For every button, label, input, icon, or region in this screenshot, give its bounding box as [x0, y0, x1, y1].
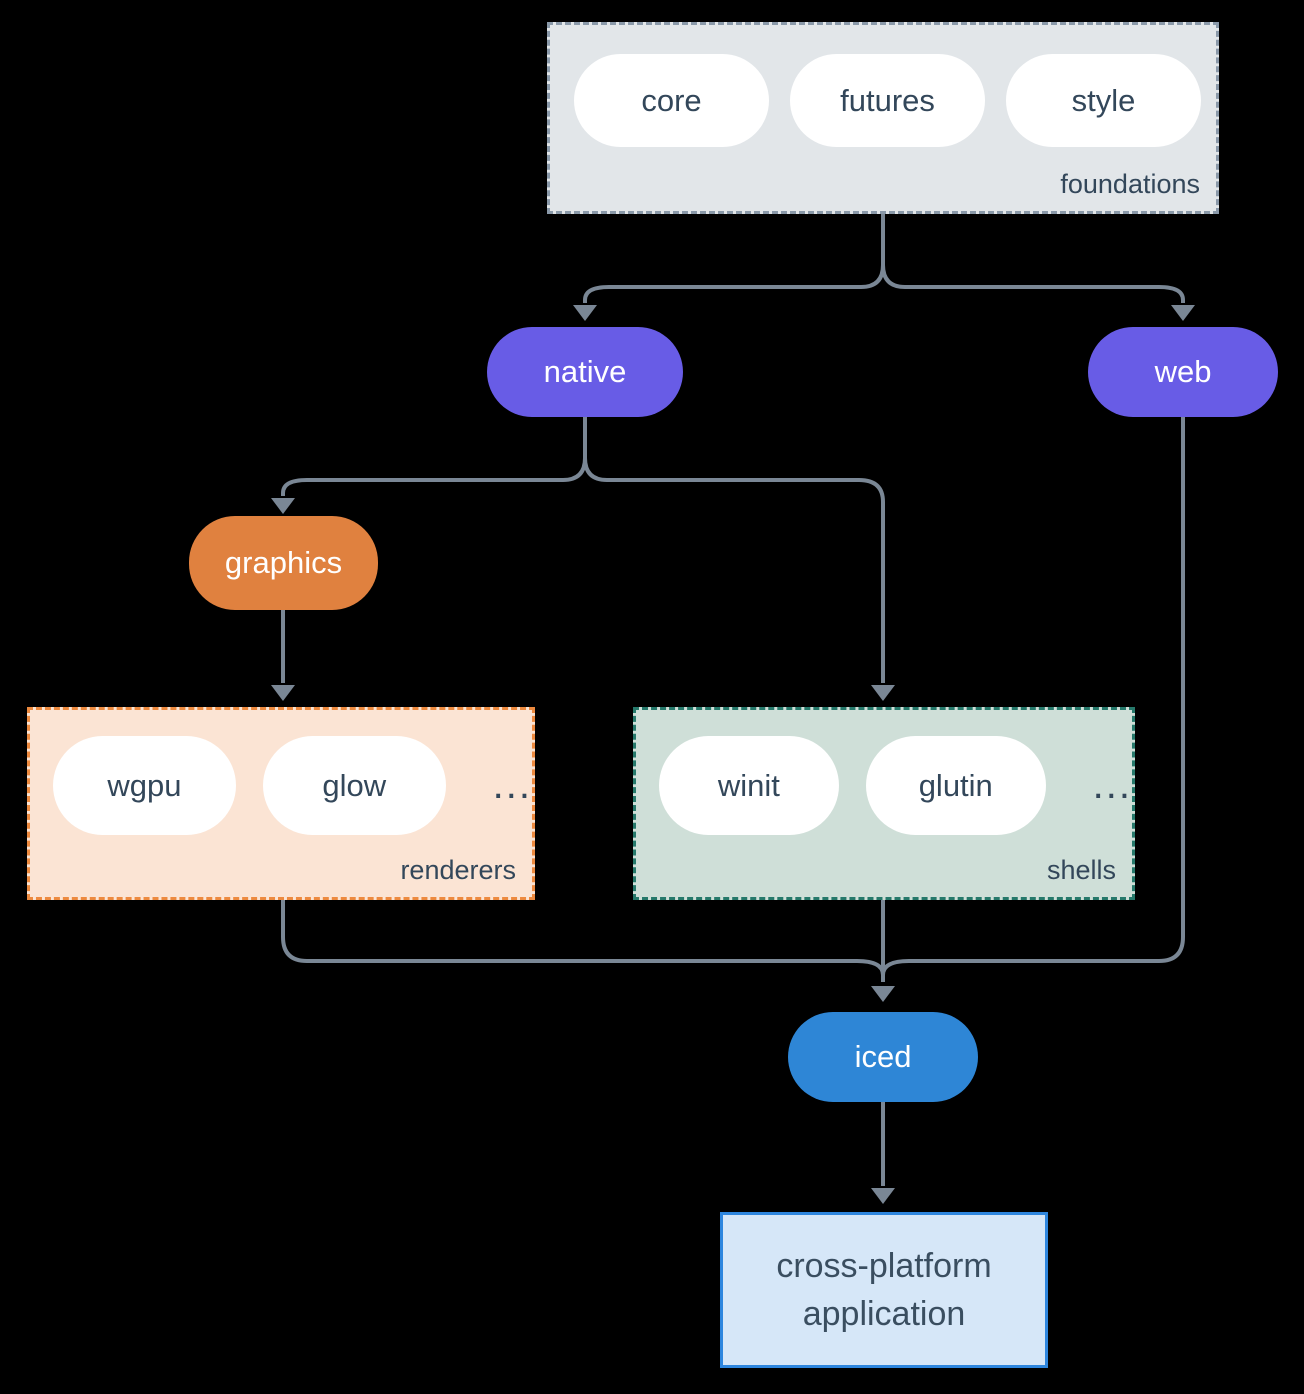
foundations-label: foundations	[1060, 169, 1200, 199]
foundations-pills: core futures style	[550, 25, 1216, 147]
node-glow: glow	[262, 736, 446, 835]
application-line1: cross-platform	[776, 1247, 992, 1285]
arrowhead	[871, 1188, 895, 1204]
node-wgpu: wgpu	[53, 736, 236, 835]
arrowhead	[871, 685, 895, 701]
node-core: core	[574, 54, 769, 147]
arrow-native-to-graphics	[281, 417, 587, 496]
node-native: native	[487, 327, 683, 417]
node-graphics: graphics	[189, 516, 378, 610]
shells-label: shells	[1046, 855, 1116, 885]
arrowhead	[871, 986, 895, 1002]
node-glutin: glutin	[865, 736, 1046, 835]
node-futures: futures	[790, 54, 985, 147]
arrow-native-to-shells	[583, 457, 885, 683]
arrow-foundations-to-native	[583, 214, 885, 303]
renderers-label: renderers	[400, 855, 516, 885]
foundations-group: core futures style foundations	[547, 22, 1219, 214]
node-web: web	[1088, 327, 1278, 417]
shells-ellipsis: ...	[1092, 763, 1132, 807]
node-winit: winit	[659, 736, 839, 835]
arrow-renderers-to-iced	[281, 900, 885, 976]
renderers-ellipsis: ...	[492, 763, 532, 807]
arrowhead	[271, 685, 295, 701]
arrowhead	[573, 305, 597, 321]
shells-pills: winit glutin ...	[636, 710, 1132, 835]
shells-group: winit glutin ... shells	[633, 707, 1135, 900]
node-application: cross-platform application	[720, 1212, 1048, 1368]
renderers-pills: wgpu glow ...	[30, 710, 532, 835]
application-line2: application	[802, 1295, 966, 1333]
arrow-foundations-to-web	[881, 264, 1185, 303]
renderers-group: wgpu glow ... renderers	[27, 707, 535, 900]
node-style: style	[1006, 54, 1201, 147]
arrow-web-to-iced	[881, 417, 1185, 976]
node-iced: iced	[788, 1012, 978, 1102]
arrowhead	[271, 498, 295, 514]
arrowhead	[1171, 305, 1195, 321]
